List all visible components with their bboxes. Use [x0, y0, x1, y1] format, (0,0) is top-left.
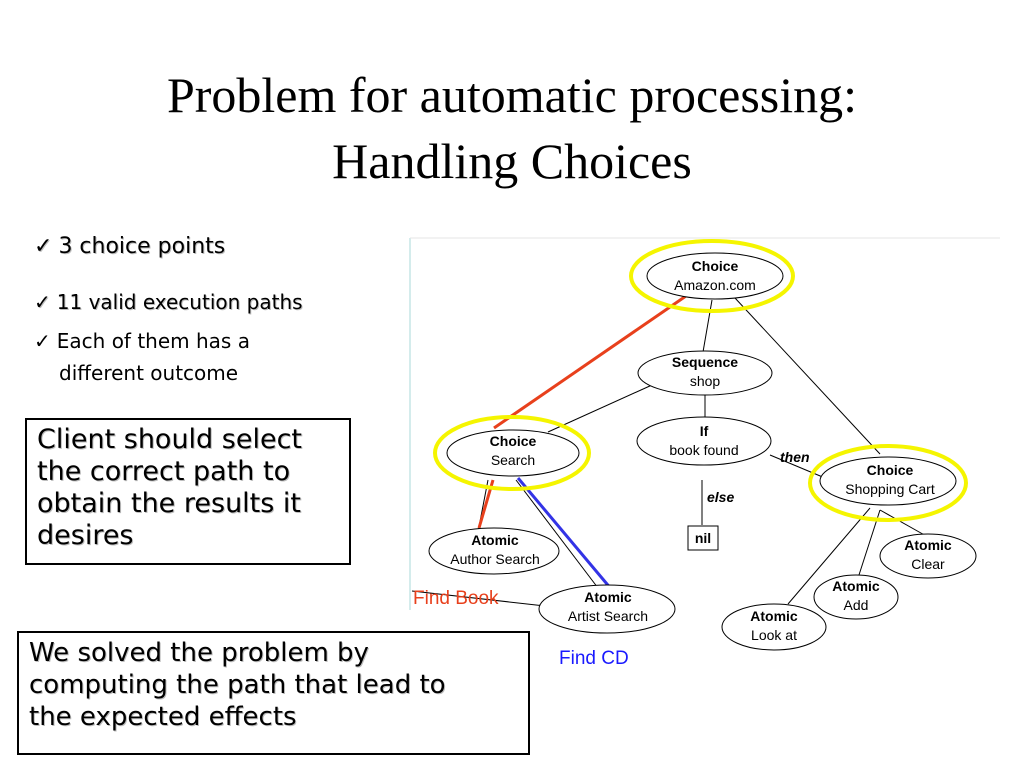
- node-type-label: Choice: [490, 433, 537, 449]
- bullet-text: 3 choice points: [58, 234, 226, 259]
- solution-note-box: We solved the problem by computing the p…: [17, 631, 530, 755]
- edge-if-cart: [769, 454, 826, 479]
- node-choice-amazon: [646, 252, 784, 300]
- slide-title: Problem for automatic processing: Handli…: [0, 62, 1024, 194]
- node-atomic-artist: [538, 584, 676, 634]
- node-choice-search: [446, 429, 580, 477]
- solution-note-line: the expected effects: [29, 702, 297, 732]
- node-type-label: Atomic: [584, 589, 632, 605]
- diagram-edges: [411, 297, 929, 607]
- highlight-ring-amazon: [629, 239, 795, 313]
- edge-amazon-sequence: [702, 299, 713, 353]
- bullet-text: Each of them has a: [56, 329, 250, 353]
- choice-highlights: [433, 239, 968, 522]
- node-label: Shopping Cart: [845, 481, 935, 497]
- checkmark-icon: ✓: [34, 329, 51, 353]
- node-label: shop: [690, 373, 721, 389]
- title-line-2: Handling Choices: [332, 133, 692, 189]
- node-if-book: [636, 416, 772, 466]
- bullet-outcome: ✓Each of them has a different outcome: [34, 325, 250, 389]
- client-note-line: obtain the results it: [37, 488, 302, 519]
- highlight-ring-search: [433, 415, 591, 491]
- node-sequence-shop: [637, 350, 773, 396]
- bullet-text: 11 valid execution paths: [56, 290, 303, 314]
- cd-path: [516, 477, 614, 591]
- node-type-label: If: [700, 423, 709, 439]
- solution-note-line: computing the path that lead to: [29, 670, 446, 700]
- node-label: Add: [844, 597, 869, 613]
- node-nil: [687, 525, 719, 551]
- client-note-line: desires: [37, 520, 134, 551]
- node-type-label: Choice: [867, 462, 914, 478]
- edge-sequence-search: [547, 384, 653, 433]
- find-book-label: Find Book: [413, 588, 499, 609]
- title-line-1: Problem for automatic processing:: [166, 67, 858, 123]
- node-type-label: Sequence: [672, 354, 738, 370]
- bullet-text-continued: different outcome: [59, 361, 239, 385]
- node-label: Clear: [911, 556, 945, 572]
- node-label: Amazon.com: [674, 277, 756, 293]
- edge-label-then: then: [780, 449, 810, 465]
- highlight-ring-cart: [808, 444, 968, 522]
- diagram-nodes: [428, 252, 977, 651]
- node-type-label: Atomic: [832, 578, 880, 594]
- edge-amazon-cart: [734, 297, 881, 455]
- edge-find-book-strike: [411, 590, 546, 607]
- edge-cart-look: [787, 507, 871, 605]
- bullet-choice-points: ✓3 choice points: [34, 234, 225, 259]
- edge-label-else: else: [707, 489, 734, 505]
- node-type-label: Atomic: [471, 532, 519, 548]
- find-cd-label: Find CD: [559, 648, 629, 669]
- node-labels: Choice Amazon.com Sequence shop Choice S…: [450, 258, 952, 643]
- bullet-execution-paths: ✓11 valid execution paths: [34, 290, 303, 314]
- node-type-label: Choice: [692, 258, 739, 274]
- node-label: Search: [491, 452, 535, 468]
- edge-cart-clear: [879, 509, 929, 538]
- client-note-line: the correct path to: [37, 456, 291, 487]
- node-label: Artist Search: [568, 608, 648, 624]
- node-label: Look at: [751, 627, 797, 643]
- client-note-line: Client should select: [37, 424, 303, 455]
- node-atomic-look: [721, 603, 827, 651]
- node-atomic-author: [428, 527, 560, 575]
- checkmark-icon: ✓: [34, 234, 53, 259]
- node-type-label: Atomic: [750, 608, 798, 624]
- node-label: book found: [669, 442, 738, 458]
- node-atomic-clear: [879, 533, 977, 579]
- book-path-upper: [493, 294, 687, 430]
- client-note-box: Client should select the correct path to…: [25, 418, 351, 565]
- node-type-label: Atomic: [904, 537, 952, 553]
- node-atomic-add: [813, 574, 899, 620]
- checkmark-icon: ✓: [34, 290, 51, 314]
- node-label: Author Search: [450, 551, 540, 567]
- edge-search-artist: [515, 479, 599, 589]
- solution-note-line: We solved the problem by: [29, 638, 369, 668]
- node-choice-cart: [819, 456, 957, 506]
- node-label: nil: [695, 530, 711, 546]
